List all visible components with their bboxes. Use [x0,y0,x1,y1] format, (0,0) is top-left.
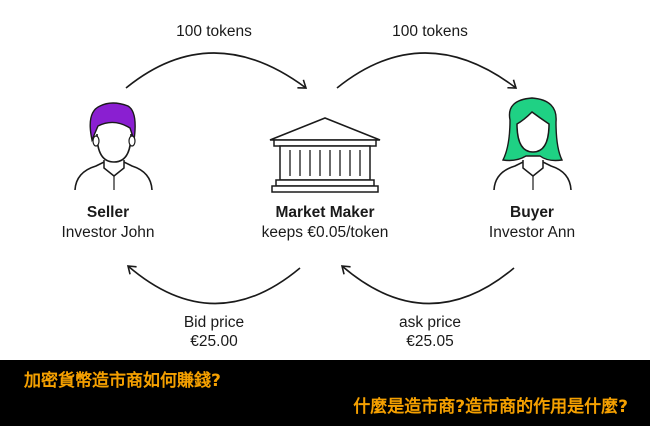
top-right-flow-label: 100 tokens [392,23,468,40]
seller-title: Seller [86,204,130,221]
buyer-person-icon [493,97,572,191]
ask-price-value: €25.05 [406,333,454,350]
banner-title-line1: 加密貨幣造市商如何賺錢? [24,371,221,391]
diagram-graphics [74,52,572,305]
seller-subtitle: Investor John [61,224,155,241]
arrow-seller-to-maker [125,52,308,89]
banner-title-line2: 什麼是造市商?造市商的作用是什麼? [353,397,628,417]
title-banner: 加密貨幣造市商如何賺錢? 什麼是造市商?造市商的作用是什麼? [0,360,650,426]
buyer-subtitle: Investor Ann [488,224,576,241]
buyer-title: Buyer [510,204,554,221]
market-maker-title: Market Maker [275,204,375,221]
seller-person-icon [74,102,153,191]
arrow-maker-to-seller [126,265,301,305]
top-left-flow-label: 100 tokens [176,23,252,40]
bid-price-label: Bid price [183,314,245,331]
market-maker-diagram: 100 tokens 100 tokens Seller Investor Jo… [61,23,576,350]
bank-building-icon [269,117,381,193]
market-maker-subtitle: keeps €0.05/token [261,224,389,241]
bid-price-value: €25.00 [190,333,238,350]
ask-price-label: ask price [398,314,462,331]
arrow-maker-to-buyer [336,52,518,89]
arrow-buyer-to-maker [340,265,515,305]
